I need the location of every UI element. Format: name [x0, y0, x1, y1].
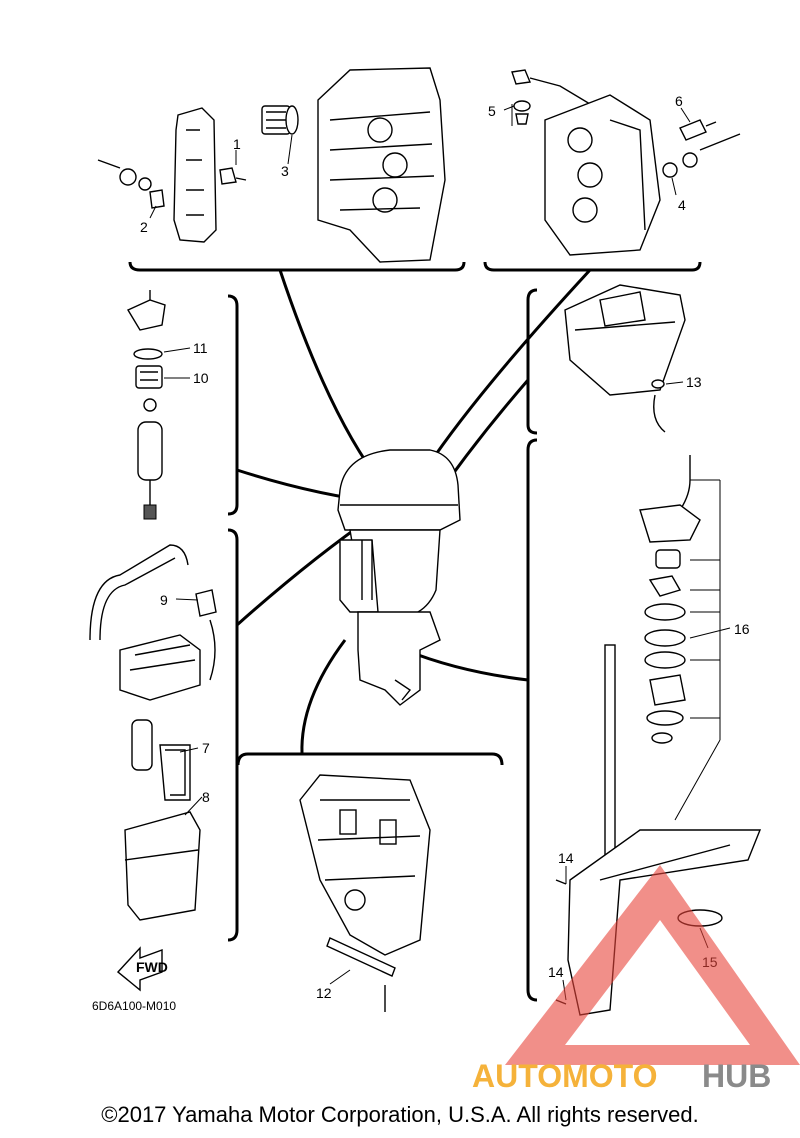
watermark-text-2: HUB — [702, 1058, 771, 1094]
lower-unit-parts — [555, 455, 762, 1016]
callout-6: 6 — [675, 93, 683, 109]
callout-10: 10 — [193, 370, 209, 386]
top-left-parts — [97, 67, 446, 263]
automotohub-watermark: AUTOMOTO HUB — [472, 865, 800, 1094]
parts-diagram: 1 2 3 4 5 6 7 8 9 10 11 12 13 14 14 15 1… — [89, 67, 800, 1094]
copyright-notice: ©2017 Yamaha Motor Corporation, U.S.A. A… — [101, 1102, 699, 1127]
callout-7: 7 — [202, 740, 210, 756]
callout-2: 2 — [140, 219, 148, 235]
callout-9: 9 — [160, 592, 168, 608]
fuel-filter-parts — [126, 290, 166, 520]
callout-8: 8 — [202, 789, 210, 805]
section-brackets — [128, 261, 702, 1002]
callout-1: 1 — [233, 136, 241, 152]
callout-13: 13 — [686, 374, 702, 390]
upper-casing-parts — [299, 774, 431, 1012]
outboard-motor-illustration — [337, 449, 461, 706]
watermark-triangle-icon — [505, 865, 800, 1065]
fwd-arrow-icon — [116, 946, 163, 992]
callout-5: 5 — [488, 103, 496, 119]
callout-4: 4 — [678, 197, 686, 213]
watermark-text-1: AUTOMOTO — [472, 1058, 657, 1094]
fwd-label: FWD — [136, 959, 168, 975]
callout-14-lower: 14 — [548, 964, 564, 980]
diagram-code: 6D6A100-M010 — [92, 999, 176, 1013]
top-right-parts — [511, 69, 741, 256]
callout-3: 3 — [281, 163, 289, 179]
vapor-separator-parts — [89, 544, 217, 921]
oil-pan-parts — [564, 284, 686, 433]
callout-14-upper: 14 — [558, 850, 574, 866]
callout-16: 16 — [734, 621, 750, 637]
callout-11: 11 — [193, 340, 208, 356]
callout-12: 12 — [316, 985, 332, 1001]
